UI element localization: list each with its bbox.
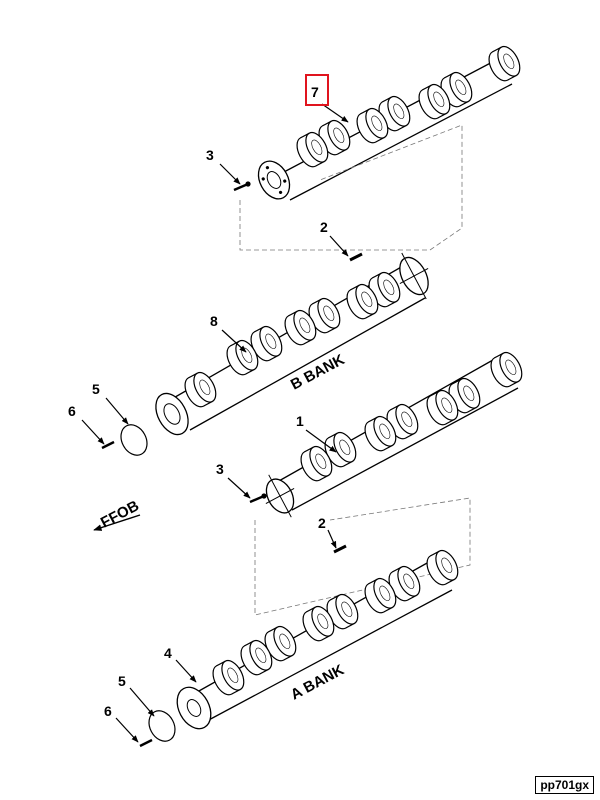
pin-2-top xyxy=(349,252,363,262)
ffob-direction-arrow: FFOB xyxy=(93,497,142,532)
camshaft-4 xyxy=(176,546,463,730)
callout-1: 1 xyxy=(296,413,304,429)
callout-2-top: 2 xyxy=(320,219,328,235)
callout-5-bot: 5 xyxy=(118,673,126,689)
screw-6-top xyxy=(101,440,115,450)
camshaft-8 xyxy=(155,252,429,436)
callout-7-highlight-box xyxy=(305,74,329,106)
ffob-label: FFOB xyxy=(98,497,142,531)
plate-5-bot xyxy=(148,710,176,742)
pin-2-mid xyxy=(333,544,347,554)
callout-5-top: 5 xyxy=(92,381,100,397)
screw-6-bot xyxy=(139,738,153,748)
callout-4: 4 xyxy=(164,645,172,661)
camshaft-1 xyxy=(265,348,527,518)
figure-reference-code: pp701gx xyxy=(535,776,594,794)
bolt-3-top xyxy=(232,180,252,192)
callout-3-mid: 3 xyxy=(216,461,224,477)
callout-8: 8 xyxy=(210,313,218,329)
callout-6-bot: 6 xyxy=(104,703,112,719)
b-bank-label: B BANK xyxy=(288,351,348,393)
callout-7: 7 xyxy=(311,84,319,100)
bolt-3-mid xyxy=(248,492,268,504)
a-bank-label: A BANK xyxy=(288,661,347,703)
callout-3-top: 3 xyxy=(206,147,214,163)
plate-5-top xyxy=(120,424,148,456)
dashed-guide-top xyxy=(239,124,463,251)
camshaft-7 xyxy=(257,42,525,201)
callout-2-mid: 2 xyxy=(318,515,326,531)
dashed-guide-mid xyxy=(254,497,471,616)
callout-6-top: 6 xyxy=(68,403,76,419)
